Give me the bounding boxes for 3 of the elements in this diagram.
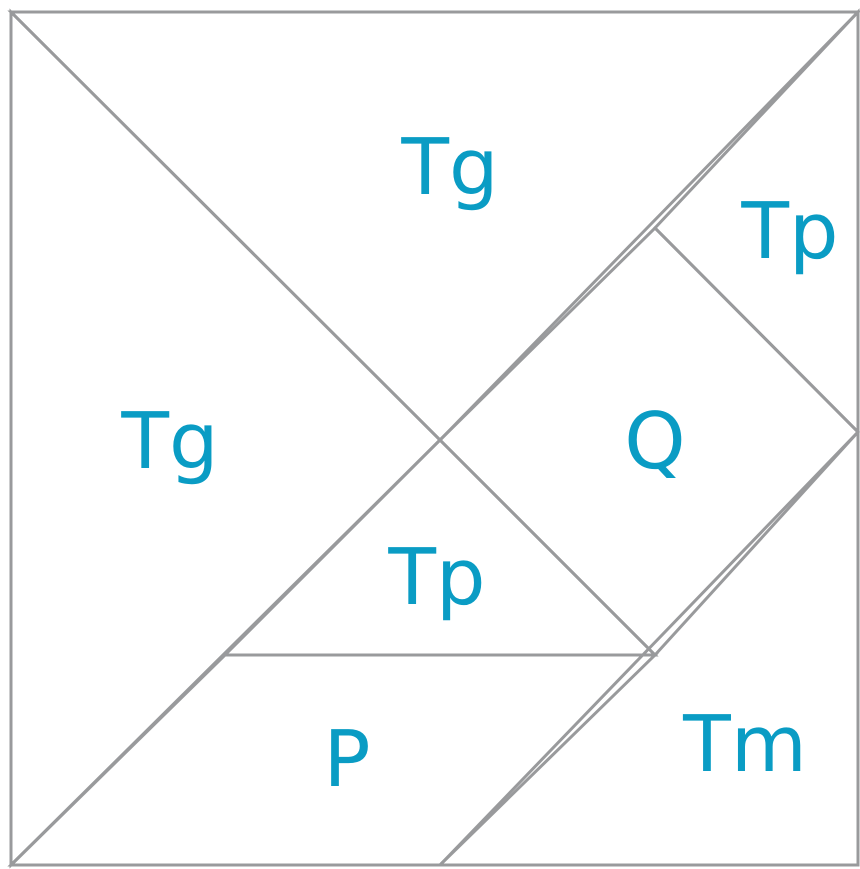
piece-label: Q — [624, 403, 686, 481]
piece-label: Tm — [683, 706, 807, 784]
piece-label: P — [323, 721, 371, 799]
